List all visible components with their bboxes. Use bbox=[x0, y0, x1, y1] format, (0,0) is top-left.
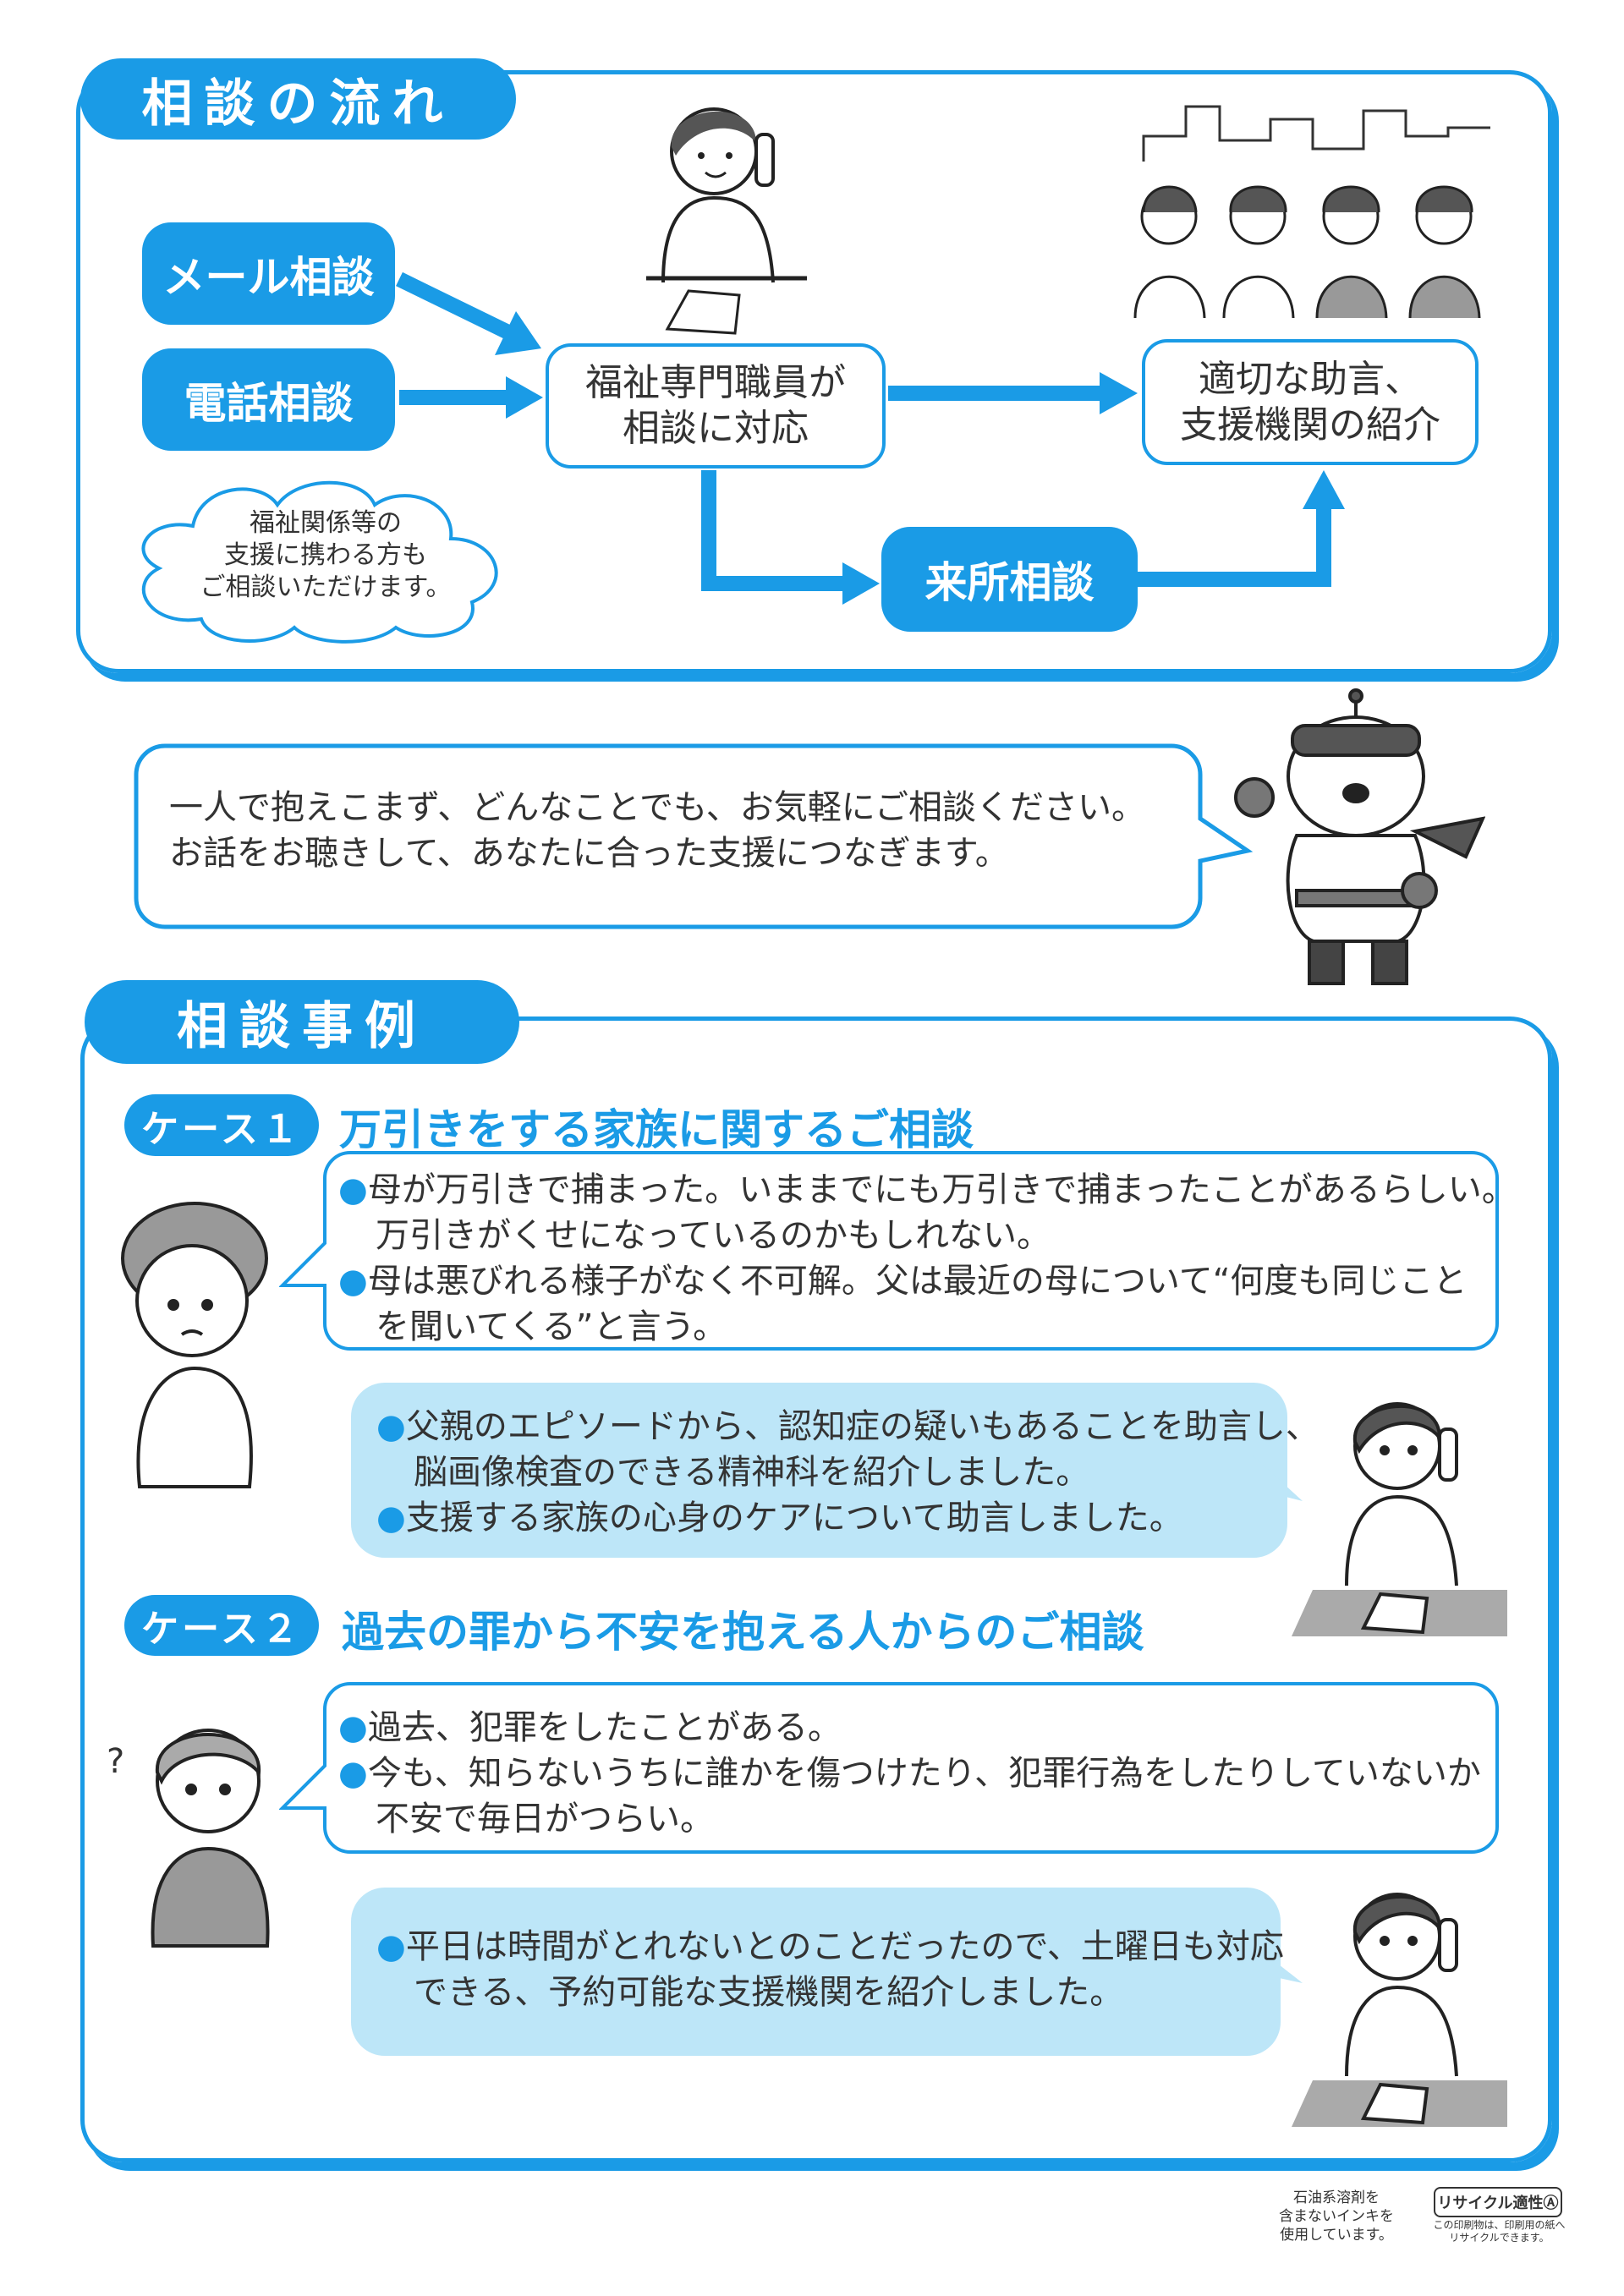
svg-text:?: ? bbox=[107, 1742, 124, 1781]
box-line: 福祉専門職員が bbox=[585, 361, 846, 404]
answer-line: 平日は時間がとれないとのことだったので、土曜日も対応 bbox=[405, 1927, 1284, 1966]
message-line: 一人で抱えこまず、どんなことでも、お気軽にご相談ください。 bbox=[169, 788, 1145, 827]
ink-line: 使用しています。 bbox=[1280, 2227, 1393, 2244]
recycle-note: この印刷物は、印刷用の紙へ リサイクルできます。 bbox=[1425, 2219, 1573, 2244]
cloud-line: ご相談いただけます。 bbox=[200, 573, 452, 602]
question-line: 母は悪びれる様子がなく不可解。父は最近の母について“何度も同じこと bbox=[367, 1262, 1468, 1301]
cloud-shape bbox=[141, 480, 498, 644]
cloud-line: 福祉関係等の bbox=[250, 508, 402, 538]
case1-question-text: ●母が万引きで捕まった。いままでにも万引きで捕まったことがあるらしい。 万引きが… bbox=[338, 1167, 1516, 1350]
question-line: を聞いてくる”と言う。 bbox=[376, 1307, 727, 1346]
support-staff-group-illustration bbox=[1133, 105, 1490, 319]
box-line: 適切な助言、 bbox=[1199, 357, 1422, 401]
visit-consult-label: 来所相談 bbox=[881, 527, 1138, 632]
box-line: 支援機関の紹介 bbox=[1180, 403, 1440, 447]
bullet-icon: ● bbox=[338, 1754, 368, 1793]
box-line: 相談に対応 bbox=[623, 407, 809, 450]
answer-line: 父親のエピソードから、認知症の疑いもあることを助言し、 bbox=[405, 1407, 1320, 1446]
question-line: 万引きがくせになっているのかもしれない。 bbox=[376, 1216, 1051, 1255]
bullet-icon: ● bbox=[338, 1262, 368, 1301]
flow-section-frame bbox=[76, 70, 1552, 673]
bullet-icon: ● bbox=[338, 1708, 368, 1747]
case2-question-bubble bbox=[279, 1682, 1499, 1854]
message-bubble-text: 一人で抱えこまず、どんなことでも、お気軽にご相談ください。 お話をお聴きして、あ… bbox=[169, 785, 1145, 876]
case2-badge: ケース２ bbox=[124, 1595, 319, 1656]
anxious-man-illustration: ? bbox=[107, 1729, 270, 1948]
message-bubble-shape bbox=[134, 743, 1254, 929]
worried-mother-illustration bbox=[121, 1202, 268, 1488]
case1-badge: ケース１ bbox=[124, 1094, 319, 1156]
answer-line: できる、予約可能な支援機関を紹介しました。 bbox=[414, 1973, 1124, 2012]
case2-question-text: ●過去、犯罪をしたことがある。 ●今も、知らないうちに誰かを傷つけたり、犯罪行為… bbox=[338, 1705, 1481, 1842]
question-line: 今も、知らないうちに誰かを傷つけたり、犯罪行為をしたりしていないか bbox=[367, 1754, 1481, 1793]
case2-answer-box bbox=[351, 1888, 1281, 2056]
message-line: お話をお聴きして、あなたに合った支援につなぎます。 bbox=[169, 834, 1009, 873]
recycle-note-line: この印刷物は、印刷用の紙へ bbox=[1433, 2219, 1566, 2231]
ink-line: 石油系溶剤を bbox=[1293, 2189, 1380, 2206]
question-line: 過去、犯罪をしたことがある。 bbox=[367, 1708, 842, 1747]
case1-answer-box bbox=[351, 1383, 1287, 1558]
staff-phone-illustration bbox=[646, 107, 807, 335]
ink-line: 含まないインキを bbox=[1279, 2208, 1394, 2225]
case1-question-bubble bbox=[279, 1151, 1499, 1351]
dog-mascot-illustration bbox=[1234, 688, 1485, 985]
ink-notice: 石油系溶剤を 含まないインキを 使用しています。 bbox=[1260, 2189, 1413, 2244]
staff-response-box: 福祉専門職員が相談に対応 bbox=[546, 343, 886, 469]
staff-phone-illustration bbox=[1292, 1893, 1507, 2127]
mail-consult-label: メール相談 bbox=[142, 222, 395, 325]
bullet-icon: ● bbox=[338, 1170, 368, 1209]
bullet-icon: ● bbox=[376, 1407, 406, 1446]
question-line: 不安で毎日がつらい。 bbox=[376, 1800, 714, 1838]
case2-title: 過去の罪から不安を抱える人からのご相談 bbox=[342, 1608, 1144, 1657]
bullet-icon: ● bbox=[376, 1927, 406, 1966]
recycle-note-line: リサイクルできます。 bbox=[1449, 2232, 1550, 2244]
case1-answer-tail bbox=[1252, 1455, 1303, 1501]
cloud-line: 支援に携わる方も bbox=[224, 540, 427, 570]
staff-phone-illustration bbox=[1292, 1402, 1507, 1636]
phone-consult-label: 電話相談 bbox=[142, 348, 395, 451]
cases-section-title: 相談事例 bbox=[85, 980, 519, 1064]
flow-arrows bbox=[396, 271, 1345, 605]
advice-box: 適切な助言、支援機関の紹介 bbox=[1142, 339, 1479, 465]
cases-section-frame bbox=[80, 1016, 1552, 2162]
question-line: 母が万引きで捕まった。いままでにも万引きで捕まったことがあるらしい。 bbox=[367, 1170, 1516, 1209]
cloud-note: 福祉関係等の 支援に携わる方も ご相談いただけます。 bbox=[117, 507, 535, 604]
bullet-icon: ● bbox=[376, 1499, 406, 1537]
answer-line: 脳画像検査のできる精神科を紹介しました。 bbox=[414, 1453, 1090, 1492]
case1-answer-text: ●父親のエピソードから、認知症の疑いもあることを助言し、 脳画像検査のできる精神… bbox=[376, 1404, 1320, 1541]
case1-title: 万引きをする家族に関するご相談 bbox=[339, 1105, 974, 1154]
recycle-mark: リサイクル適性Ⓐ bbox=[1434, 2187, 1562, 2217]
flow-section-title: 相談の流れ bbox=[80, 58, 516, 140]
answer-line: 支援する家族の心身のケアについて助言しました。 bbox=[405, 1499, 1183, 1537]
case2-answer-tail bbox=[1243, 1937, 1303, 1983]
case2-answer-text: ●平日は時間がとれないとのことだったので、土曜日も対応 できる、予約可能な支援機… bbox=[376, 1924, 1284, 2015]
